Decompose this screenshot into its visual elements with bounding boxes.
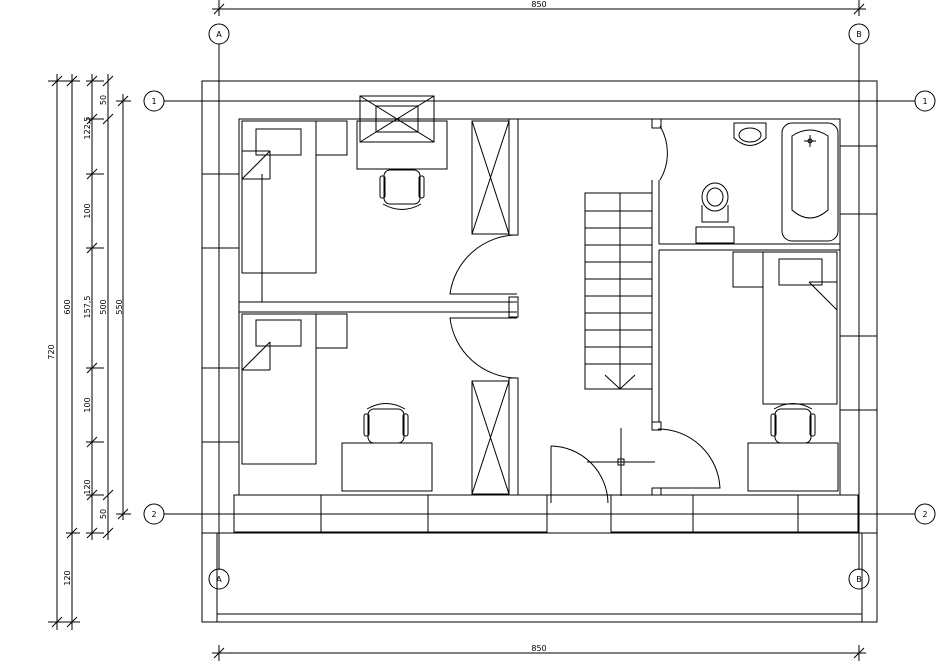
- exterior-walls: [201, 80, 878, 623]
- windows-right: [840, 145, 877, 411]
- wardrobe-bottom: [471, 380, 510, 495]
- nightstand-right: [732, 251, 764, 288]
- grid-lines: [164, 44, 915, 570]
- skylight: [359, 95, 435, 143]
- bedroom-partition: [239, 174, 517, 313]
- grid-bubble-A-bottom: [208, 568, 230, 590]
- grid-label-A-top: A: [216, 30, 222, 39]
- grid-label-2-right: 2: [922, 510, 927, 519]
- washbasin: [733, 122, 767, 146]
- dimension-texts: 850 850 720 600 120 122,5 100 157,5 100 …: [47, 0, 547, 653]
- desk-bottom-left: [341, 442, 433, 492]
- top-dimension-text: 850: [531, 0, 546, 9]
- dim-room-2: 100: [83, 203, 92, 218]
- desk-top-left: [356, 120, 448, 170]
- dim-outer-top: 50: [99, 95, 108, 105]
- dim-room-5: 120: [83, 479, 92, 494]
- nightstand-bottom-left: [315, 313, 348, 349]
- bottom-dimension-line: [212, 645, 866, 661]
- dim-room-1: 122,5: [83, 117, 92, 140]
- dim-total-height: 720: [47, 344, 56, 359]
- top-dimension-line: [212, 0, 866, 16]
- chair-right: [770, 403, 816, 444]
- dim-room-3: 157,5: [83, 296, 92, 319]
- grid-label-1-right: 1: [922, 97, 927, 106]
- grid-bubble-2-left: [143, 503, 165, 525]
- grid-bubble-1-right: [914, 90, 936, 112]
- bottom-ledge: [233, 494, 859, 533]
- dim-room-4: 100: [83, 397, 92, 412]
- dim-outer-bottom: 50: [99, 509, 108, 519]
- bed-right: [762, 251, 838, 405]
- grid-bubble-B-bottom: [848, 568, 870, 590]
- grid-bubble-1-left: [143, 90, 165, 112]
- grid-bubble-B-top: [848, 23, 870, 45]
- grid-label-B-bottom: B: [856, 575, 862, 584]
- bottom-dimension-text: 850: [531, 644, 546, 653]
- grid-bubble-2-right: [914, 503, 936, 525]
- dim-interior-height: 600: [63, 299, 72, 314]
- grid-bubble-A-top: [208, 23, 230, 45]
- wardrobe-top: [471, 120, 510, 235]
- windows-left: [202, 173, 239, 443]
- grid-label-A-bottom: A: [216, 575, 222, 584]
- grid-label-1-left: 1: [151, 97, 156, 106]
- nightstand-top-left: [315, 120, 348, 156]
- chair-bottom-left: [363, 403, 409, 444]
- grid-label-B-top: B: [856, 30, 862, 39]
- crosshair-cursor: [587, 428, 655, 496]
- chair-top-left: [379, 169, 425, 210]
- dim-bottom-extension: 120: [63, 570, 72, 585]
- grid-labels: A B A B 1 1 2 2: [151, 30, 927, 584]
- left-dimension-lines: [48, 74, 131, 630]
- grid-label-2-left: 2: [151, 510, 156, 519]
- toilet: [695, 182, 735, 244]
- staircase: [584, 192, 653, 390]
- bed-bottom-left: [241, 313, 317, 465]
- bed-top-left: [241, 120, 317, 274]
- bathtub: [781, 122, 839, 242]
- desk-right: [747, 442, 839, 492]
- dim-mid-chain: 500: [99, 299, 108, 314]
- dim-outer-middle: 550: [115, 299, 124, 314]
